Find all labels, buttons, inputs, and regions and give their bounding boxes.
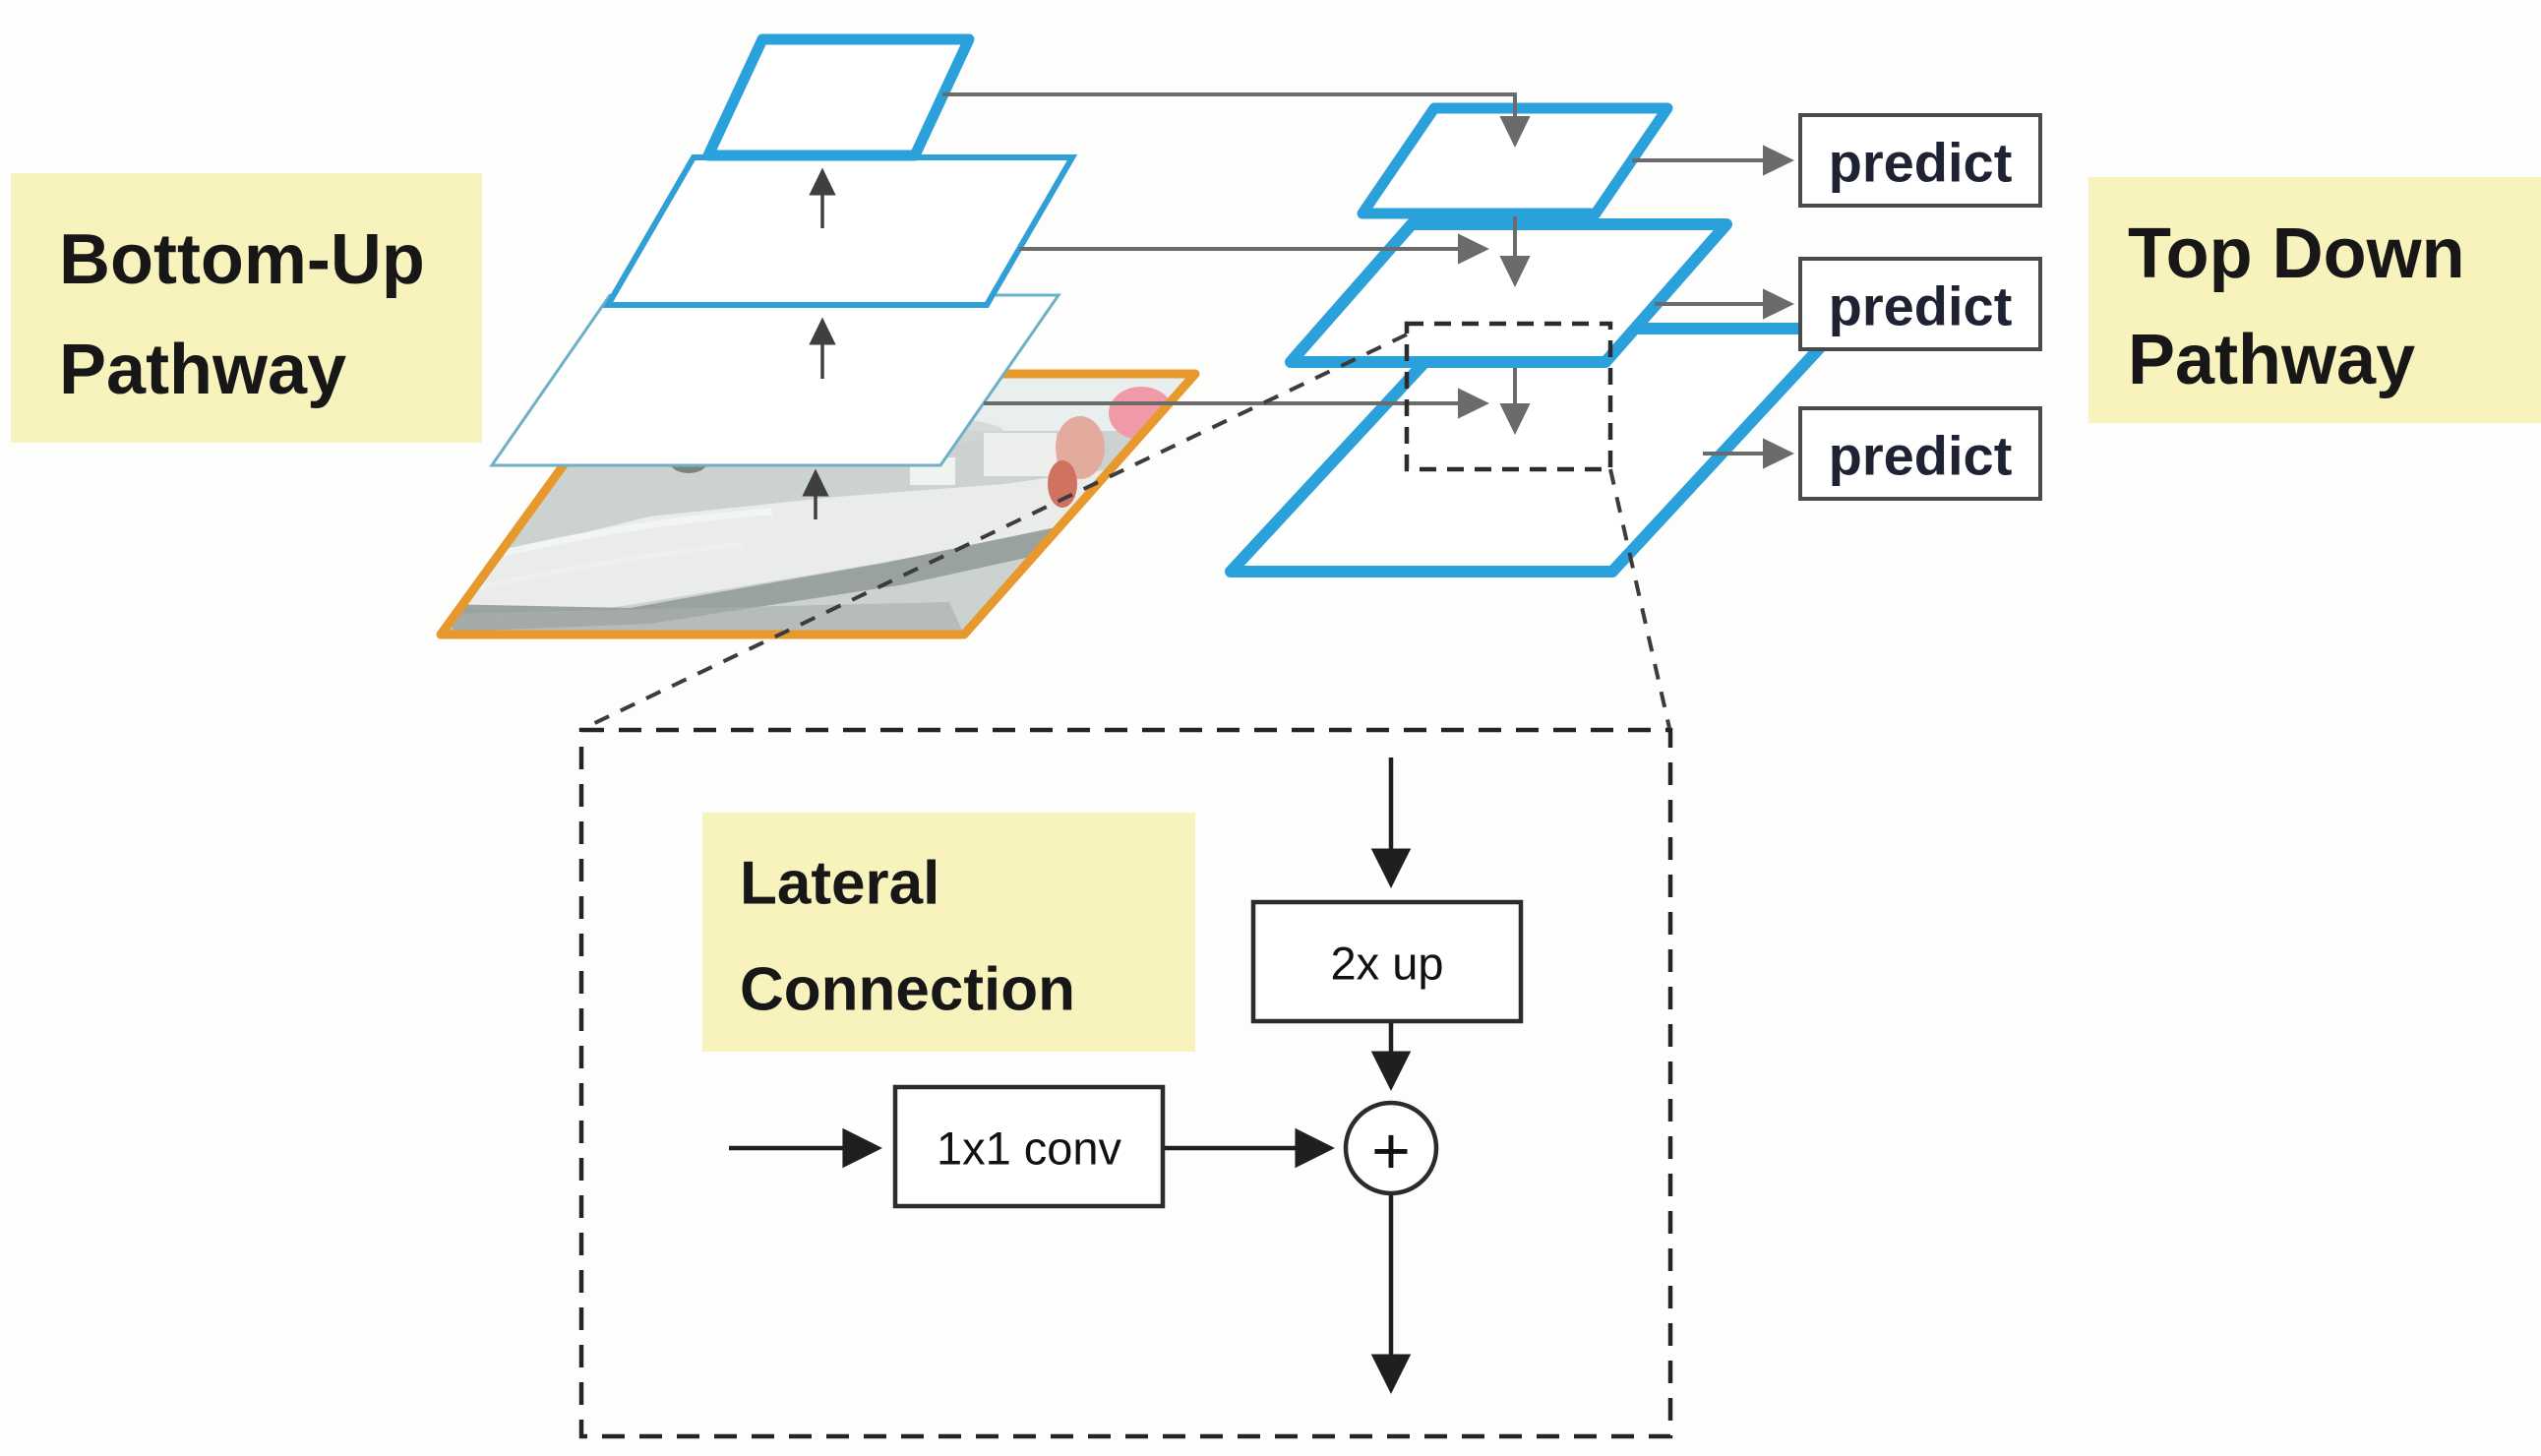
photo-boat-hull — [448, 468, 1131, 622]
add-circle — [1343, 1100, 1439, 1196]
lateral-connection-label-line2: Connection — [740, 956, 1075, 1024]
top-down-stack — [1225, 102, 1844, 577]
feature-layer-c4 — [702, 33, 975, 161]
bottom-up-stack — [436, 33, 1200, 639]
photo-wake-1 — [461, 508, 773, 567]
bottom-up-arrows — [802, 167, 836, 519]
predict-box-1: predict — [1798, 113, 2042, 208]
lateral-connection-label-bg — [702, 813, 1195, 1052]
detail-panel: Lateral Connection 2x up 1x1 conv + — [578, 727, 1673, 1439]
conv-box — [892, 1084, 1166, 1209]
topdown-layer-p4 — [1285, 218, 1732, 368]
zoom-region-dashed-rect — [1404, 321, 1613, 472]
predict-box-3: predict — [1798, 406, 2042, 501]
bottom-up-label-line2: Pathway — [59, 331, 346, 409]
lateral-connection-label: Lateral Connection — [702, 813, 1195, 1052]
predict-box-3-label: predict — [1829, 425, 2013, 487]
zoom-connector-left — [583, 333, 1408, 730]
zoom-callout — [583, 321, 1671, 730]
bottom-up-label-bg — [11, 173, 482, 443]
image-border — [436, 369, 1200, 639]
predict-arrows — [1632, 145, 1795, 469]
upsample-box — [1250, 899, 1524, 1024]
photo-wake-2 — [473, 541, 744, 591]
upsample-box-label: 2x up — [1331, 938, 1444, 990]
predict-box-2: predict — [1798, 257, 2042, 351]
top-down-label-line1: Top Down — [2128, 214, 2465, 293]
predict-box-3-frame — [1798, 406, 2042, 501]
top-down-label-line2: Pathway — [2128, 321, 2415, 399]
bottom-up-label: Bottom-Up Pathway — [11, 173, 482, 443]
lateral-connection-label-line1: Lateral — [740, 850, 939, 918]
top-down-label-bg — [2088, 177, 2541, 423]
top-down-label: Top Down Pathway — [2088, 177, 2541, 423]
feature-layer-c3 — [602, 154, 1078, 308]
lateral-connections — [942, 92, 1531, 436]
zoom-connector-right — [1608, 468, 1671, 729]
bottom-up-label-line1: Bottom-Up — [59, 220, 425, 299]
topdown-layer-p3 — [1225, 323, 1844, 577]
photo-cabin-2 — [984, 433, 1057, 476]
add-circle-label: + — [1371, 1114, 1411, 1188]
detail-panel-frame — [578, 727, 1673, 1439]
predict-box-1-frame — [1798, 113, 2042, 208]
detail-arrows — [729, 758, 1412, 1394]
predict-box-2-label: predict — [1829, 275, 2013, 337]
topdown-layer-p5 — [1357, 102, 1673, 219]
predict-box-1-label: predict — [1829, 132, 2013, 194]
predict-group: predict predict predict — [1632, 113, 2042, 501]
lateral-elbow-top — [942, 92, 1531, 149]
conv-box-label: 1x1 conv — [937, 1122, 1122, 1175]
predict-box-2-frame — [1798, 257, 2042, 351]
